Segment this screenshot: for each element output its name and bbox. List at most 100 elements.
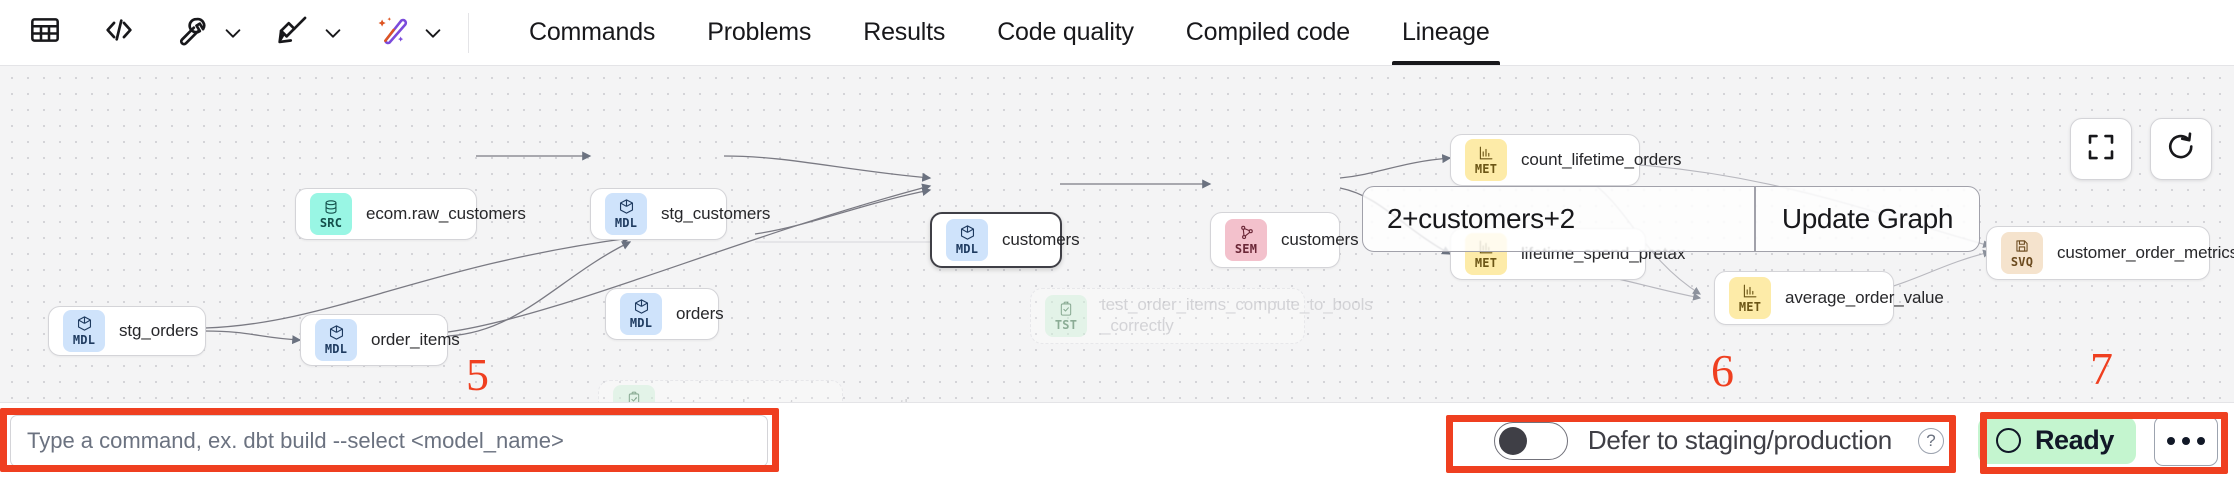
tab-label: Compiled code: [1185, 18, 1350, 46]
toolbar-divider: [468, 12, 469, 53]
cube-icon: [76, 315, 93, 332]
chevron-down-icon-ai[interactable]: [416, 10, 450, 56]
bottom-bar: Defer to staging/production ? Ready: [0, 402, 2234, 478]
bar-chart-icon: [1478, 145, 1494, 161]
broom-icon: [276, 13, 310, 52]
top-toolbar: Commands Problems Results Code quality C…: [0, 0, 2234, 66]
badge-mdl: MDL: [315, 319, 357, 361]
save-icon: [2014, 238, 2030, 254]
code-view-button[interactable]: [96, 10, 142, 56]
chevron-down-icon-format[interactable]: [316, 10, 350, 56]
node-label: stg_customers: [661, 203, 771, 223]
tab-results[interactable]: Results: [837, 0, 971, 65]
lineage-node-test-order-items[interactable]: TST test_order_items_compute_to_bools _c…: [1030, 288, 1373, 344]
lineage-node-customers-semantic[interactable]: SEM customers: [1210, 212, 1359, 268]
cube-icon: [959, 224, 976, 241]
wrench-button[interactable]: [170, 10, 216, 56]
badge-type-label: SEM: [1234, 242, 1258, 256]
command-input-wrapper: [10, 414, 768, 467]
clipboard-check-icon: [1058, 301, 1074, 317]
chevron-down-icon-build[interactable]: [216, 10, 250, 56]
selector-divider: [1754, 187, 1756, 251]
lineage-node-customers-model[interactable]: MDL customers: [930, 212, 1080, 268]
badge-type-label: MET: [1474, 161, 1498, 176]
lineage-node-stg-orders[interactable]: MDL stg_orders: [48, 306, 206, 356]
lineage-node-stg-customers[interactable]: MDL stg_customers: [590, 188, 770, 240]
cube-icon: [633, 298, 650, 315]
tab-compiled-code[interactable]: Compiled code: [1160, 0, 1376, 65]
lineage-canvas[interactable]: MDL stg_orders SRC ecom.raw_customers MD…: [0, 66, 2234, 402]
badge-tst: TST: [613, 385, 655, 402]
refresh-icon: [2166, 131, 2196, 167]
badge-type-label: MDL: [955, 242, 979, 256]
defer-label: Defer to staging/production: [1587, 425, 1892, 455]
lineage-node-orders[interactable]: MDL orders: [605, 288, 724, 340]
badge-type-label: SRC: [319, 215, 343, 230]
badge-type-label: MDL: [629, 316, 653, 330]
node-label: order_items: [371, 329, 460, 349]
graph-selector-input[interactable]: 2+customers+2: [1387, 203, 1575, 234]
badge-type-label: MDL: [614, 216, 638, 230]
badge-type-label: TST: [1054, 317, 1078, 332]
update-graph-button[interactable]: Update Graph: [1781, 203, 1953, 234]
defer-toggle[interactable]: [1493, 421, 1568, 460]
lineage-node-customer-order-metrics[interactable]: SVQ customer_order_metrics: [1986, 226, 2234, 280]
command-input[interactable]: [10, 414, 768, 467]
tab-code-quality[interactable]: Code quality: [971, 0, 1160, 65]
node-label: average_order_value: [1785, 287, 1944, 307]
defer-toggle-group: Defer to staging/production: [1484, 416, 1902, 466]
toggle-knob: [1498, 426, 1527, 455]
badge-type-label: MET: [1474, 255, 1498, 270]
database-icon: [323, 199, 339, 215]
build-menu[interactable]: [170, 10, 250, 56]
badge-sem: SEM: [1225, 219, 1267, 261]
badge-type-label: MDL: [72, 333, 96, 347]
fit-to-screen-button[interactable]: [2070, 118, 2132, 180]
toolbar-icon-group: [0, 0, 487, 65]
help-icon[interactable]: ?: [1917, 427, 1944, 454]
badge-svq: SVQ: [2001, 232, 2043, 274]
node-label: customer_order_metrics: [2057, 242, 2234, 262]
lineage-node-test-supply-costs[interactable]: TST test_supply_costs_sum_correctly: [598, 380, 916, 402]
bottom-bar-right: Defer to staging/production ? Ready: [1484, 415, 2234, 466]
lineage-node-ecom-raw-customers[interactable]: SRC ecom.raw_customers: [295, 188, 526, 240]
graph-selector-bar: 2+customers+2 Update Graph: [1362, 186, 1980, 252]
cube-icon: [618, 198, 635, 215]
status-badge[interactable]: Ready: [1977, 417, 2136, 464]
magic-wand-button[interactable]: [370, 10, 416, 56]
node-label: customers: [1002, 229, 1080, 249]
table-view-button[interactable]: [22, 10, 68, 56]
canvas-controls: [2070, 118, 2212, 180]
semantic-graph-icon: [1238, 224, 1255, 241]
dot-icon: [2182, 436, 2190, 445]
badge-met: MET: [1729, 277, 1771, 319]
refresh-graph-button[interactable]: [2150, 118, 2212, 180]
node-label: count_lifetime_orders: [1521, 149, 1682, 169]
status-ring-icon: [1995, 428, 2021, 453]
tab-label: Results: [863, 18, 946, 46]
fit-to-screen-icon: [2086, 132, 2116, 167]
dot-icon: [2197, 436, 2205, 445]
badge-mdl: MDL: [946, 219, 988, 261]
badge-src: SRC: [310, 193, 352, 235]
format-menu[interactable]: [270, 10, 350, 56]
badge-tst: TST: [1045, 295, 1087, 337]
ai-assist-menu[interactable]: [370, 10, 450, 56]
panel-tabs: Commands Problems Results Code quality C…: [503, 0, 1516, 65]
tab-label: Problems: [707, 18, 812, 46]
badge-mdl: MDL: [63, 310, 105, 352]
lineage-node-average-order-value[interactable]: MET average_order_value: [1714, 271, 1944, 325]
more-options-button[interactable]: [2154, 415, 2218, 466]
node-label: test_supply_costs_sum_correctly: [669, 396, 916, 402]
tab-problems[interactable]: Problems: [681, 0, 837, 65]
status-label: Ready: [2034, 425, 2114, 455]
lineage-node-order-items[interactable]: MDL order_items: [300, 314, 460, 366]
node-label: ecom.raw_customers: [366, 203, 526, 223]
lineage-node-count-lifetime-orders[interactable]: MET count_lifetime_orders: [1450, 134, 1682, 186]
broom-button[interactable]: [270, 10, 316, 56]
tab-commands[interactable]: Commands: [503, 0, 681, 65]
tab-lineage[interactable]: Lineage: [1376, 0, 1516, 65]
node-label: test_order_items_compute_to_bools _corre…: [1101, 295, 1373, 335]
dot-icon: [2167, 436, 2175, 445]
status-group: Ready: [1977, 415, 2218, 466]
